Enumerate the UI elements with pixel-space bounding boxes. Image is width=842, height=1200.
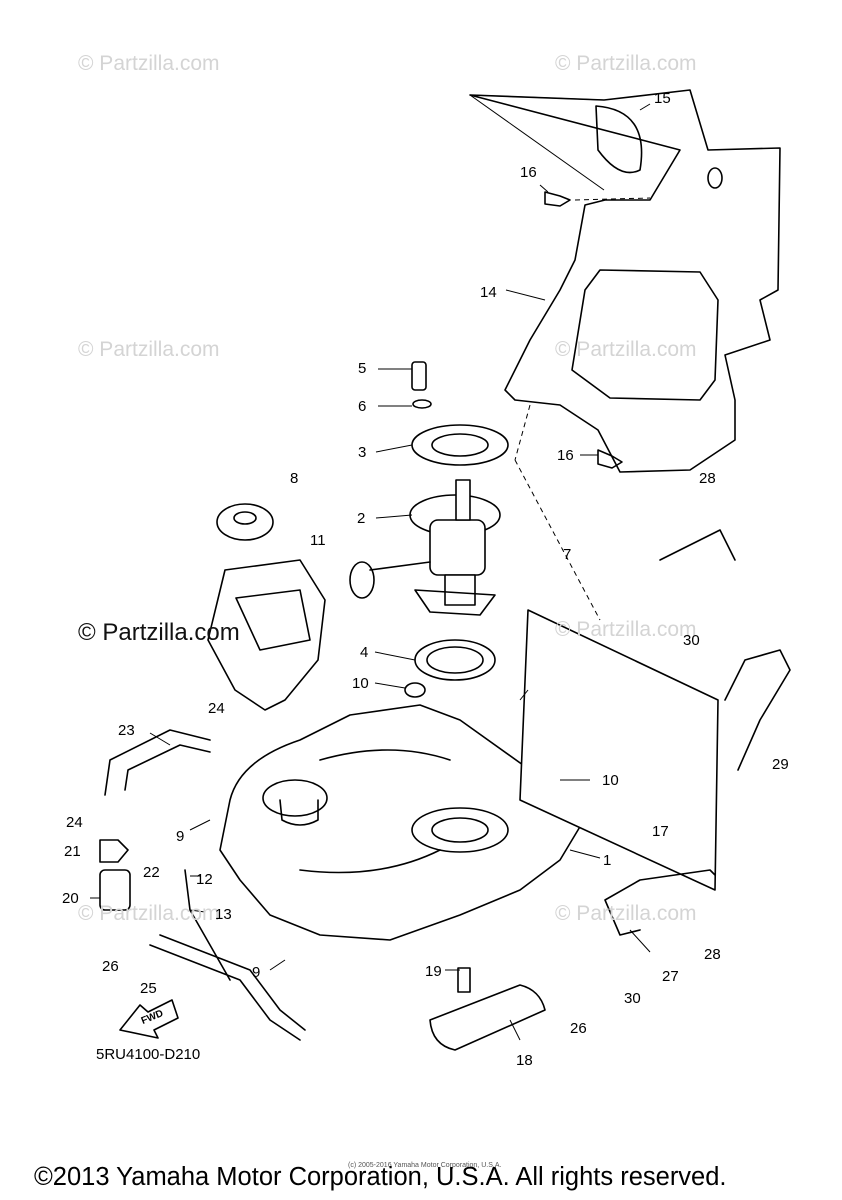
callout-number: 9 xyxy=(176,828,185,845)
callout-number: 26 xyxy=(570,1020,587,1037)
callout-number: 30 xyxy=(624,990,641,1007)
callout-number: 10 xyxy=(602,772,619,789)
callout-number: 7 xyxy=(563,546,572,563)
callout-number: 13 xyxy=(215,906,232,923)
callout-number: 22 xyxy=(143,864,160,881)
watermark: © Partzilla.com xyxy=(555,338,697,361)
side-cover-panel xyxy=(469,89,781,473)
callout-number: 1 xyxy=(603,852,612,869)
watermark: © Partzilla.com xyxy=(555,902,697,925)
callout-number: 28 xyxy=(699,470,716,487)
callout-number: 25 xyxy=(140,980,157,997)
callout-number: 29 xyxy=(772,756,789,773)
callout-number: 5 xyxy=(358,360,367,377)
filler-funnel xyxy=(207,503,326,711)
fuel-filter-and-pump xyxy=(99,839,546,1051)
callout-number: 15 xyxy=(654,90,671,107)
callout-number: 8 xyxy=(290,470,299,487)
callout-number: 30 xyxy=(683,632,700,649)
callout-number: 26 xyxy=(102,958,119,975)
callout-number: 12 xyxy=(196,871,213,888)
callout-number: 20 xyxy=(62,890,79,907)
watermark: © Partzilla.com xyxy=(555,52,697,75)
fuel-pump-assembly xyxy=(349,361,509,616)
callout-number: 11 xyxy=(310,532,326,549)
callout-number: 27 xyxy=(662,968,679,985)
fuel-tank xyxy=(219,704,591,941)
callout-number: 23 xyxy=(118,722,135,739)
watermark: © Partzilla.com xyxy=(78,52,220,75)
copyright-notice: ©2013 Yamaha Motor Corporation, U.S.A. A… xyxy=(34,1163,727,1191)
callout-number: 3 xyxy=(358,444,367,461)
callout-number: 9 xyxy=(252,964,261,981)
callout-number: 6 xyxy=(358,398,367,415)
watermark-dark: © Partzilla.com xyxy=(78,619,240,646)
watermark: © Partzilla.com xyxy=(555,618,697,641)
callout-number: 2 xyxy=(357,510,366,527)
callout-number: 10 xyxy=(352,675,369,692)
watermark: © Partzilla.com xyxy=(78,902,220,925)
callout-number: 14 xyxy=(480,284,497,301)
diagram-part-code: 5RU4100-D210 xyxy=(96,1046,201,1063)
leader-lines xyxy=(90,103,651,1041)
callout-number: 16 xyxy=(557,447,574,464)
retainer-ring xyxy=(404,639,496,698)
fwd-arrow xyxy=(119,999,179,1039)
callout-number: 16 xyxy=(520,164,537,181)
callout-number: 4 xyxy=(360,644,369,661)
heat-shield-board xyxy=(519,609,719,891)
clip-pins xyxy=(544,191,651,469)
callout-number: 21 xyxy=(64,843,81,860)
callout-number: 18 xyxy=(516,1052,533,1069)
watermark: © Partzilla.com xyxy=(78,338,220,361)
callout-number: 17 xyxy=(652,823,669,840)
callout-number: 24 xyxy=(208,700,225,717)
callout-number: 24 xyxy=(66,814,83,831)
hoses xyxy=(104,529,791,1041)
callout-number: 28 xyxy=(704,946,721,963)
callout-number: 19 xyxy=(425,963,442,980)
small-copyright: (c) 2005-2016 Yamaha Motor Corporation, … xyxy=(348,1162,502,1169)
